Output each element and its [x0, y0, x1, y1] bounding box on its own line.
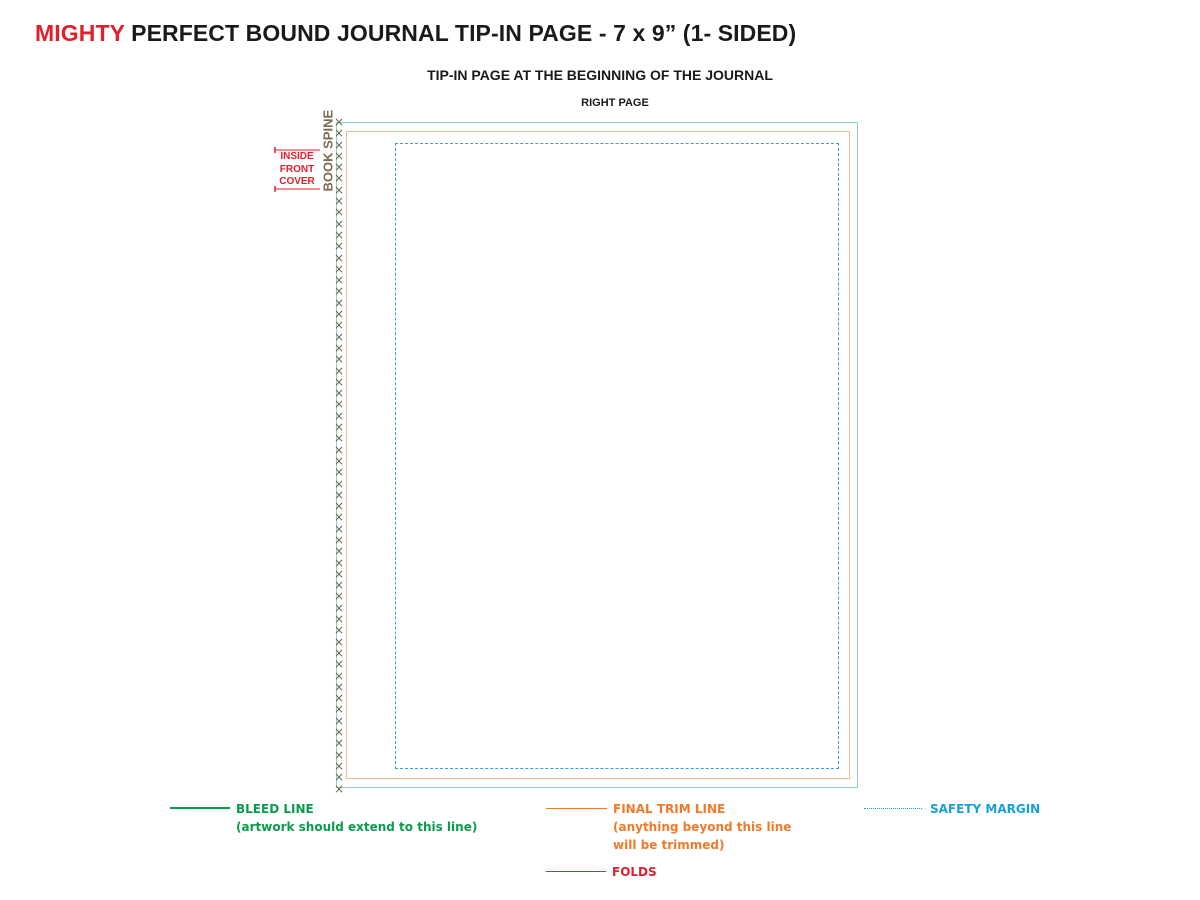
bleed-line-legend: BLEED LINE (artwork should extend to thi… [236, 800, 477, 836]
folds-swatch [546, 871, 606, 872]
trim-line-swatch [546, 808, 607, 809]
trim-line-label: FINAL TRIM LINE [613, 802, 726, 816]
page-title-text: PERFECT BOUND JOURNAL TIP-IN PAGE - 7 x … [131, 20, 797, 46]
right-page-label: RIGHT PAGE [581, 97, 649, 109]
trim-line-note-2: will be trimmed) [613, 838, 725, 852]
trim-line-note-1: (anything beyond this line [613, 820, 792, 834]
safety-margin-legend: SAFETY MARGIN [930, 800, 1040, 818]
page-title: MIGHTY PERFECT BOUND JOURNAL TIP-IN PAGE… [35, 20, 796, 47]
folds-label: FOLDS [612, 865, 657, 879]
trim-line-legend: FINAL TRIM LINE (anything beyond this li… [613, 800, 791, 854]
inside-front-cover-bracket [274, 147, 320, 192]
bleed-line-box [336, 122, 858, 788]
final-trim-line-box [346, 131, 850, 779]
safety-margin-box [395, 143, 839, 769]
book-spine-marks: × × × × × × × × × × × × × × × × × × × × … [333, 117, 345, 795]
cover-label-line-2: FRONT [279, 163, 315, 175]
cover-label-line-3: COVER [279, 176, 315, 187]
bleed-line-note: (artwork should extend to this line) [236, 820, 478, 834]
brand-name: MIGHTY [35, 20, 125, 46]
bleed-line-swatch [170, 807, 230, 809]
folds-legend: FOLDS [612, 863, 657, 881]
cover-label-line-1: INSIDE [280, 151, 314, 162]
inside-front-cover-label: INSIDE FRONT COVER [275, 151, 319, 189]
safety-margin-swatch [864, 808, 922, 809]
template-subtitle: TIP-IN PAGE AT THE BEGINNING OF THE JOUR… [427, 67, 773, 83]
safety-margin-label: SAFETY MARGIN [930, 802, 1041, 816]
bleed-line-label: BLEED LINE [236, 802, 314, 816]
book-spine-label: BOOK SPINE [320, 109, 336, 192]
